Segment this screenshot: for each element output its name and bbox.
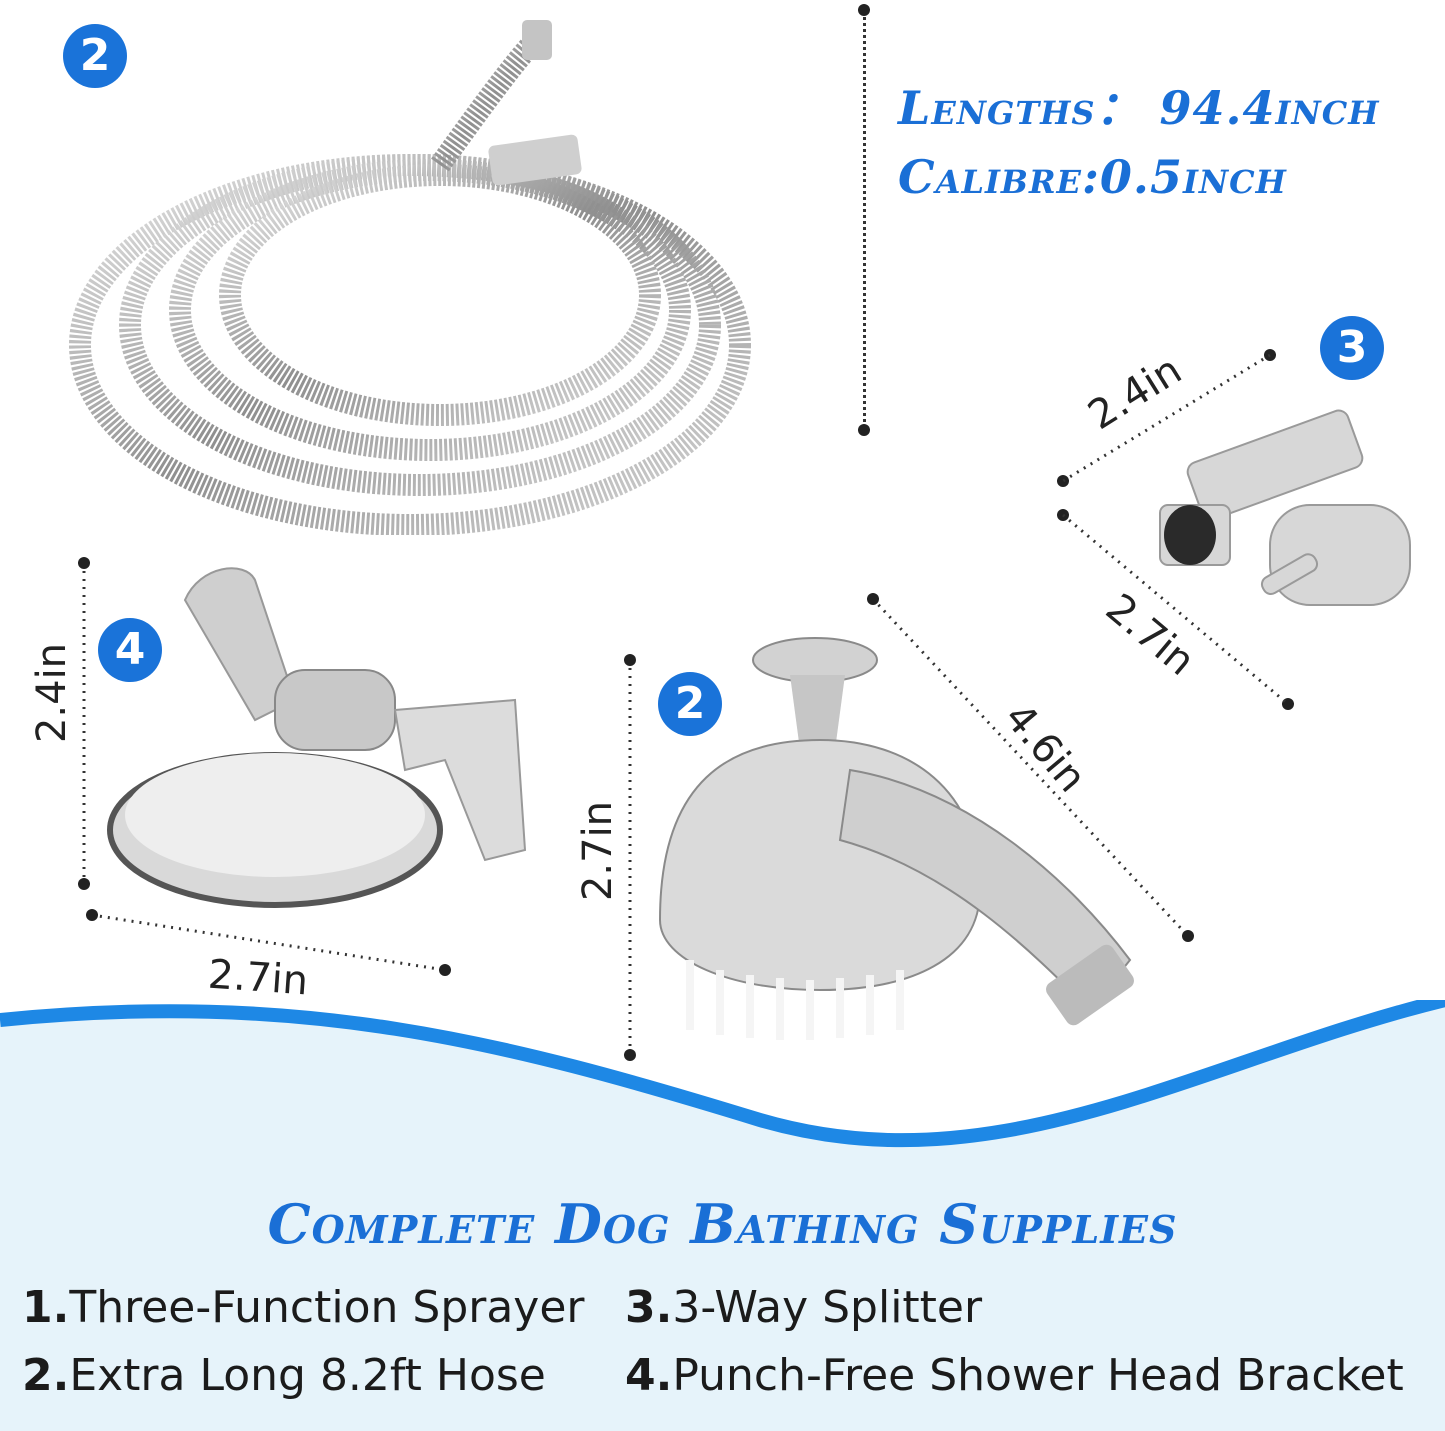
list-item-label: Extra Long 8.2ft Hose: [69, 1350, 546, 1401]
splitter-number-badge: 3: [1320, 316, 1384, 380]
sprayer-dimension-dot: [867, 593, 879, 605]
hose-image: [69, 20, 751, 535]
product-headline: Complete Dog Bathing Supplies: [267, 1192, 1178, 1256]
sprayer-dimension-dot: [624, 1049, 636, 1061]
list-item-label: 3-Way Splitter: [672, 1282, 983, 1333]
list-item-number: 4.: [625, 1350, 673, 1401]
list-item-number: 1.: [22, 1282, 70, 1333]
bracket-dimension-dot: [78, 878, 90, 890]
list-item-label: Three-Function Sprayer: [69, 1282, 585, 1333]
hose-number-badge: 2: [63, 24, 127, 88]
list-item: 2.Extra Long 8.2ft Hose: [22, 1350, 546, 1401]
bracket-dimension-dot: [439, 964, 451, 976]
list-item: 1.Three-Function Sprayer: [22, 1282, 585, 1333]
bracket-width-dimension: 2.7in: [206, 951, 310, 1005]
splitter-image: [1159, 409, 1411, 606]
bracket-height-dimension: 2.4in: [29, 642, 76, 744]
hose-calibre-spec: Calibre:0.5inch: [898, 150, 1287, 204]
bracket-dimension-dot: [86, 909, 98, 921]
list-item: 4.Punch-Free Shower Head Bracket: [625, 1350, 1404, 1401]
list-item: 3.3-Way Splitter: [625, 1282, 982, 1333]
sprayer-height-dimension: 2.7in: [575, 800, 622, 902]
sprayer-number-badge: 2: [658, 672, 722, 736]
list-item-number: 3.: [625, 1282, 673, 1333]
list-item-number: 2.: [22, 1350, 70, 1401]
list-item-label: Punch-Free Shower Head Bracket: [672, 1350, 1404, 1401]
bracket-image: [107, 567, 527, 908]
hose-length-spec: Lengths： 94.4inch: [898, 81, 1380, 135]
sprayer-image: [658, 637, 1134, 1040]
sprayer-dimension-dot: [1182, 930, 1194, 942]
splitter-dimension-dot: [1057, 475, 1069, 487]
bracket-number-badge: 4: [98, 618, 162, 682]
sprayer-dimension-dot: [624, 654, 636, 666]
hose-dimension-line: [863, 10, 866, 430]
hose-dimension-dot: [858, 4, 870, 16]
bracket-dimension-dot: [78, 557, 90, 569]
hose-dimension-dot: [858, 424, 870, 436]
wave-background: [0, 1000, 1445, 1431]
